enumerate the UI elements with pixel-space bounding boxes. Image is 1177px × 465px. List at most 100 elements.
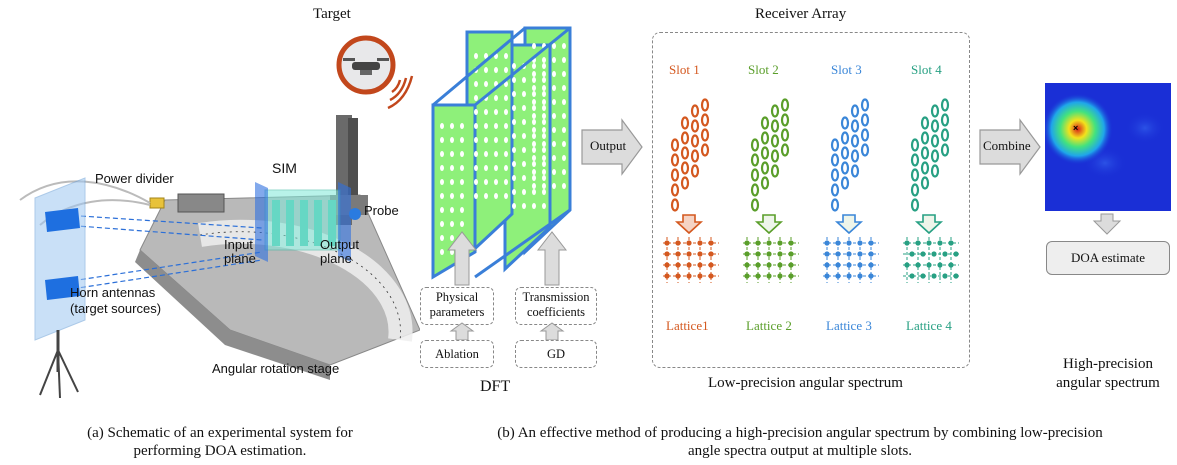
slot-ellipse xyxy=(770,104,780,118)
lattice-point xyxy=(868,273,874,279)
slot-ellipse xyxy=(940,113,950,127)
sim-label: SIM xyxy=(272,160,297,176)
slot-ellipse xyxy=(670,168,680,182)
slot-ellipse xyxy=(910,138,920,152)
lattice-point xyxy=(766,273,772,279)
lattice-point xyxy=(931,273,937,279)
slot-ellipse xyxy=(750,138,760,152)
lattice-point xyxy=(664,273,670,279)
slot-ellipse xyxy=(760,161,770,175)
slot-1-label: Slot 1 xyxy=(669,62,700,77)
gd-box: GD xyxy=(515,340,597,368)
slot-ellipse xyxy=(830,198,840,212)
slot-ellipse xyxy=(690,149,700,163)
slot-ellipse xyxy=(910,183,920,197)
slot-ellipse xyxy=(780,98,790,112)
lattice-point xyxy=(857,273,863,279)
slot-ellipse xyxy=(680,146,690,160)
lattice-point xyxy=(920,251,926,257)
slot-ellipse xyxy=(920,176,930,190)
lattice-point xyxy=(920,273,926,279)
slot-ellipse xyxy=(910,168,920,182)
slot-ellipse xyxy=(690,119,700,133)
lattice-point xyxy=(744,273,750,279)
slot-ellipse xyxy=(760,131,770,145)
slot-ellipse xyxy=(860,128,870,142)
slot-ellipse xyxy=(700,98,710,112)
lattice-point xyxy=(942,251,948,257)
experimental-system-illustration xyxy=(19,35,420,399)
caption-b: (b) An effective method of producing a h… xyxy=(497,425,1103,459)
slot-ellipse xyxy=(780,143,790,157)
lattice-point xyxy=(835,273,841,279)
slot-ellipse xyxy=(840,131,850,145)
dft-label: DFT xyxy=(480,378,511,395)
peak-marker-icon: × xyxy=(1073,123,1078,133)
high-precision-heatmap: × xyxy=(1045,83,1171,211)
lattice-1-label: Lattice1 xyxy=(666,318,709,333)
rotation-stage-label: Angular rotation stage xyxy=(212,361,340,376)
lattice-3-label: Lattice 3 xyxy=(826,318,872,333)
slot-ellipse xyxy=(930,134,940,148)
slot-ellipse xyxy=(680,131,690,145)
slot-ellipse xyxy=(920,131,930,145)
slot-ellipse xyxy=(750,168,760,182)
low-precision-label: Low-precision angular spectrum xyxy=(708,375,903,391)
slot-ellipse xyxy=(840,116,850,130)
slot-ellipse xyxy=(700,143,710,157)
slot-ellipse xyxy=(770,134,780,148)
slot-ellipse xyxy=(860,143,870,157)
slot-ellipse xyxy=(770,119,780,133)
slot-ellipse xyxy=(750,153,760,167)
lattice-point xyxy=(953,251,959,257)
slot-ellipse xyxy=(830,153,840,167)
slot-ellipse xyxy=(860,98,870,112)
down-arrow xyxy=(1092,213,1122,235)
slot-down-arrow xyxy=(834,214,864,235)
lattice-point xyxy=(909,251,915,257)
slot-ellipse xyxy=(670,138,680,152)
slot-ellipse xyxy=(750,183,760,197)
drone-icon xyxy=(336,35,414,110)
slot-ellipse xyxy=(750,198,760,212)
slot-ellipse xyxy=(780,113,790,127)
slot-ellipse xyxy=(930,164,940,178)
metasurface-dots xyxy=(440,43,566,255)
lattice-point xyxy=(788,273,794,279)
slot-ellipse xyxy=(840,146,850,160)
slot-ellipse xyxy=(760,146,770,160)
slot-ellipse xyxy=(930,149,940,163)
slot-ellipse xyxy=(680,116,690,130)
probe-label: Probe xyxy=(364,203,399,218)
lattice-point xyxy=(686,273,692,279)
output-arrow-label: Output xyxy=(590,138,627,153)
lattice-point xyxy=(824,273,830,279)
lattice-point xyxy=(846,273,852,279)
slot-ellipse xyxy=(830,138,840,152)
slot-ellipse xyxy=(920,146,930,160)
output-arrow xyxy=(581,118,643,176)
lattice-point xyxy=(697,273,703,279)
slot-ellipse xyxy=(680,176,690,190)
slot-ellipse xyxy=(670,153,680,167)
slot-ellipse xyxy=(840,176,850,190)
caption-a: (a) Schematic of an experimental system … xyxy=(87,425,353,459)
slot-patterns xyxy=(663,98,959,283)
transmission-coefficients-box: Transmission coefficients xyxy=(515,287,597,325)
power-divider-label: Power divider xyxy=(95,171,174,186)
slot-ellipse xyxy=(930,119,940,133)
high-precision-label: High-precision angular spectrum xyxy=(1056,356,1160,391)
slot-ellipse xyxy=(760,176,770,190)
receiver-array-title: Receiver Array xyxy=(755,6,847,22)
target-label: Target xyxy=(313,6,351,22)
slot-ellipse xyxy=(940,98,950,112)
slot-ellipse xyxy=(680,161,690,175)
slot-ellipse xyxy=(690,104,700,118)
slot-ellipse xyxy=(930,104,940,118)
slot-ellipse xyxy=(700,113,710,127)
slot-ellipse xyxy=(770,164,780,178)
combine-arrow xyxy=(979,118,1041,176)
input-plane-label: Input plane xyxy=(224,237,256,266)
output-plane-label: Output plane xyxy=(320,237,360,266)
lattice-point xyxy=(909,273,915,279)
